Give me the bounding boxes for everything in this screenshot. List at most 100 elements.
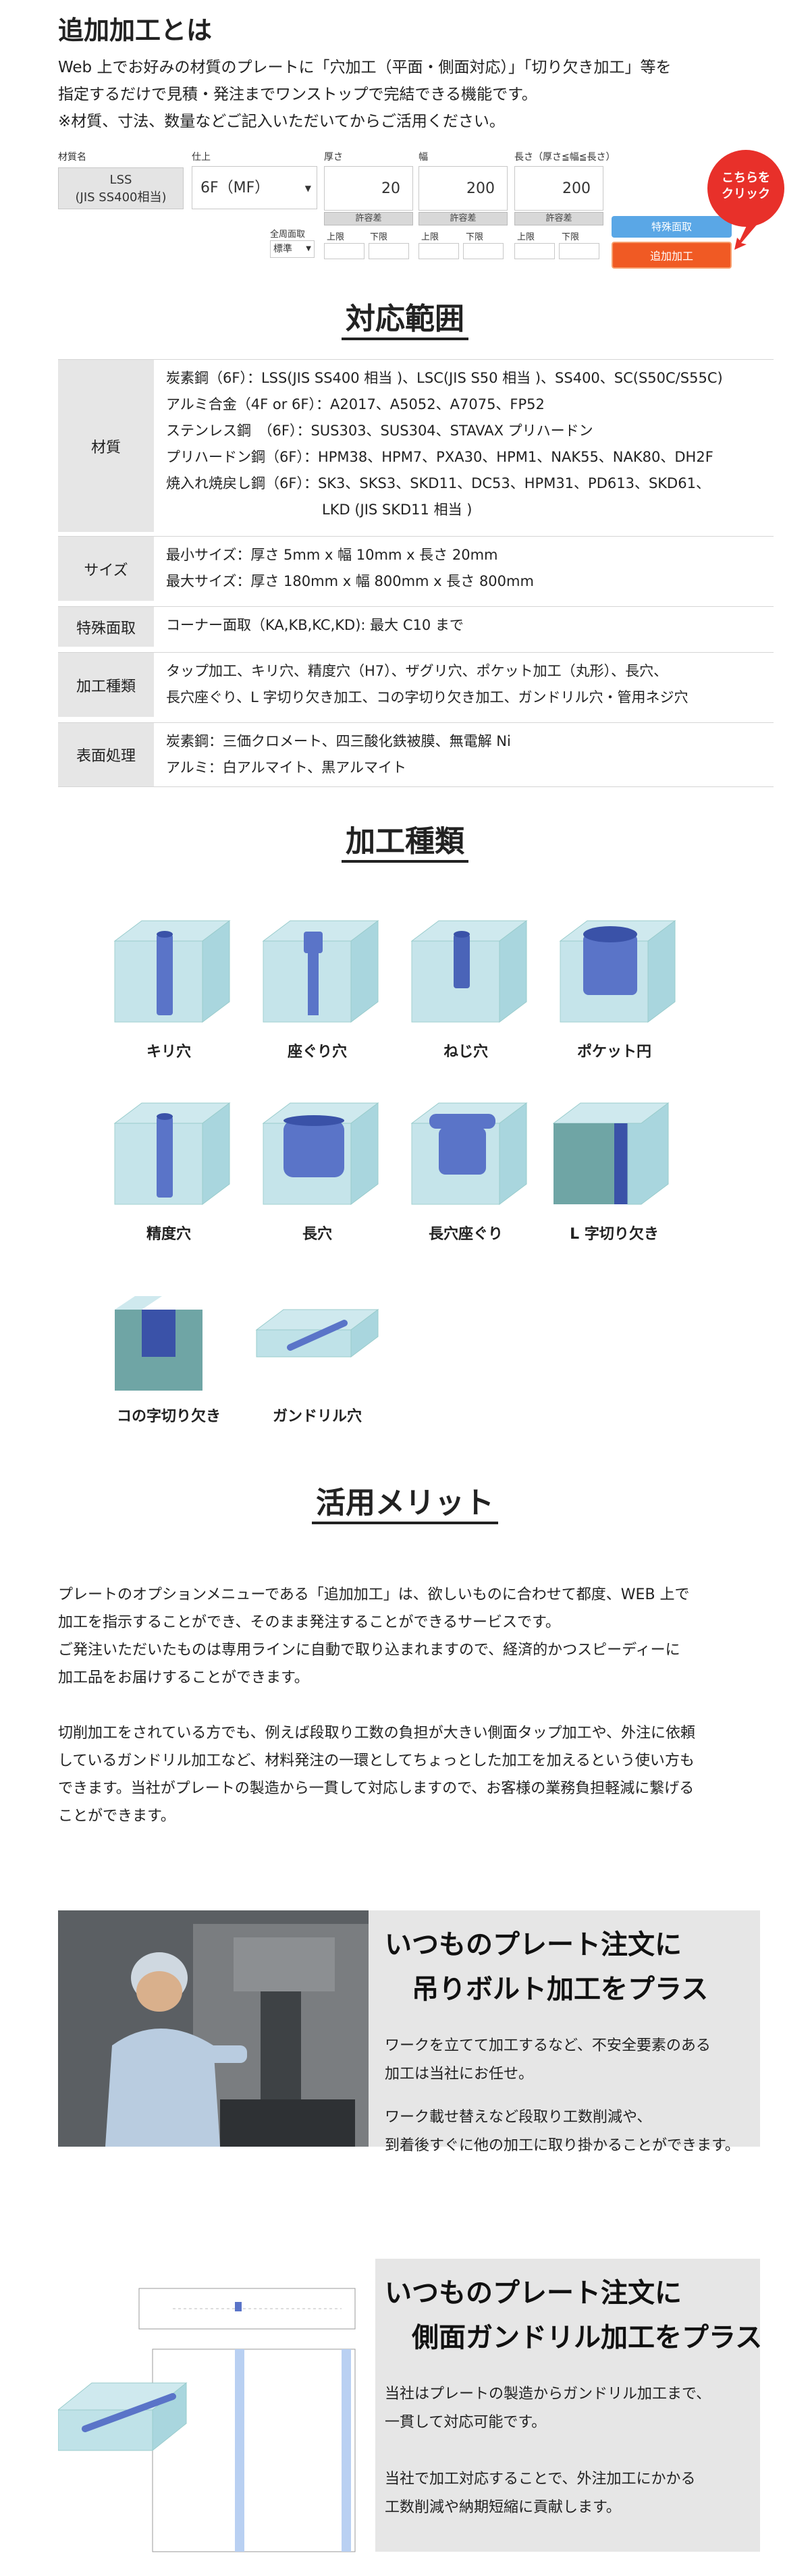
table-body: 最小サイズ：厚さ 5mm x 幅 10mm x 長さ 20mm 最大サイズ：厚さ… bbox=[166, 537, 774, 595]
u-notch-icon bbox=[115, 1296, 202, 1391]
table-body: コーナー面取（KA,KB,KC,KD): 最大 C10 まで bbox=[166, 607, 774, 639]
type-label: 精度穴 bbox=[146, 1226, 191, 1243]
intro-line: ※材質、寸法、数量などご記入いただいてからご活用ください。 bbox=[58, 113, 505, 130]
tolerance-label: 許容差 bbox=[514, 212, 603, 225]
table-row: サイズ 最小サイズ：厚さ 5mm x 幅 10mm x 長さ 20mm 最大サイ… bbox=[58, 536, 774, 601]
intro-text: Web 上でお好みの材質のプレートに「穴加工（平面・側面対応）」「切り欠き加工」… bbox=[58, 54, 774, 135]
chamfer-label: 全周面取 bbox=[270, 230, 306, 240]
types-heading: 加工種類 bbox=[0, 817, 810, 863]
material-label: 材質名 bbox=[58, 152, 86, 163]
feature-text: 当社はプレートの製造からガンドリル加工まで、 一貫して対応可能です。 当社で加工… bbox=[385, 2380, 711, 2522]
table-line: 最小サイズ：厚さ 5mm x 幅 10mm x 長さ 20mm bbox=[166, 547, 498, 563]
arrow-icon bbox=[734, 220, 757, 250]
length-upper-input[interactable] bbox=[514, 243, 555, 259]
table-head: サイズ bbox=[58, 537, 154, 601]
type-label: コの字切り欠き bbox=[116, 1408, 221, 1425]
chevron-down-icon: ▼ bbox=[306, 245, 311, 252]
table-line: 焼入れ焼戻し鋼（6F）：SK3、SKS3、SKD11、DC53、HPM31、PD… bbox=[166, 475, 710, 491]
feature-text-line: ワークを立てて加工するなど、不安全要素のある bbox=[385, 2037, 711, 2054]
chamfer-select[interactable]: 標準 ▼ bbox=[270, 240, 315, 258]
material-select[interactable]: LSS (JIS SS400相当) bbox=[58, 167, 184, 209]
table-line: 長穴座ぐり、L 字切り欠き加工、コの字切り欠き加工、ガンドリル穴・管用ネジ穴 bbox=[166, 689, 688, 705]
table-line: コーナー面取（KA,KB,KC,KD): 最大 C10 まで bbox=[166, 617, 464, 633]
lower-label: 下限 bbox=[562, 232, 580, 242]
table-line: プリハードン鋼（6F）：HPM38、HPM7、PXA30、HPM1、NAK55、… bbox=[166, 449, 713, 465]
feature-title: いつものプレート注文に 側面ガンドリル加工をプラス bbox=[385, 2271, 762, 2360]
feature-text-line: ワーク載せ替えなど段取り工数削減や、 bbox=[385, 2109, 652, 2126]
table-body: タップ加工、キリ穴、精度穴（H7）、ザグリ穴、ポケット加工（丸形）、長穴、 長穴… bbox=[166, 653, 774, 711]
l-notch-icon bbox=[552, 1102, 670, 1205]
pocket-circle-icon bbox=[560, 920, 676, 1023]
type-label: ガンドリル穴 bbox=[272, 1408, 362, 1425]
table-head: 表面処理 bbox=[58, 723, 154, 786]
spacer bbox=[58, 1692, 774, 1719]
intro-line: Web 上でお好みの材質のプレートに「穴加工（平面・側面対応）」「切り欠き加工」… bbox=[58, 59, 672, 76]
width-upper-input[interactable] bbox=[418, 243, 459, 259]
table-row: 表面処理 炭素鋼：三価クロメート、四三酸化鉄被膜、無電解 Ni アルミ：白アルマ… bbox=[58, 722, 774, 787]
lower-label: 下限 bbox=[370, 232, 388, 242]
feature-title: いつものプレート注文に 吊りボルト加工をプラス bbox=[385, 1923, 708, 2012]
feature-title-line: 側面ガンドリル加工をプラス bbox=[412, 2322, 763, 2353]
chevron-down-icon: ▼ bbox=[304, 184, 311, 193]
chamfer-value: 標準 bbox=[273, 244, 292, 254]
table-line: ステンレス鋼 （6F）：SUS303、SUS304、STAVAX プリハードン bbox=[166, 423, 593, 439]
length-label: 長さ（厚さ≦幅≦長さ） bbox=[514, 152, 616, 163]
width-label: 幅 bbox=[418, 152, 428, 163]
range-heading: 対応範囲 bbox=[0, 294, 810, 340]
material-value-jis: (JIS SS400相当) bbox=[75, 190, 167, 205]
type-label: 長穴 bbox=[302, 1226, 332, 1243]
page-title: 追加加工とは bbox=[58, 16, 213, 45]
gun-drill-drawing bbox=[58, 2288, 356, 2552]
special-chamfer-button[interactable]: 特殊面取 bbox=[612, 216, 732, 238]
feature-text-line: 加工は当社にお任せ。 bbox=[385, 2066, 534, 2083]
merit-line: 加工を指示することができ、そのまま発注することができるサービスです。 bbox=[58, 1614, 560, 1631]
length-input[interactable]: 200 bbox=[514, 166, 603, 211]
merit-text: プレートのオプションメニューである「追加加工」は、欲しいものに合わせて都度、WE… bbox=[58, 1581, 774, 1830]
spacer bbox=[385, 2437, 711, 2465]
merit-heading: 活用メリット bbox=[0, 1478, 810, 1524]
feature-block bbox=[375, 2259, 760, 2552]
additional-processing-button[interactable]: 追加加工 bbox=[612, 242, 732, 269]
precision-hole-icon bbox=[114, 1102, 230, 1205]
feature-title-line: いつものプレート注文に bbox=[385, 2278, 682, 2309]
merit-heading-text: 活用メリット bbox=[312, 1486, 498, 1524]
feature-text-line: 工数削減や納期短縮に貢献します。 bbox=[385, 2499, 621, 2516]
finish-select[interactable]: 6F（MF） ▼ bbox=[192, 166, 317, 209]
type-label: 座ぐり穴 bbox=[287, 1044, 347, 1061]
merit-line: できます。当社がプレートの製造から一貫して対応しますので、お客様の業務負担軽減に… bbox=[58, 1780, 695, 1797]
spacer bbox=[385, 2089, 740, 2103]
lower-label: 下限 bbox=[466, 232, 484, 242]
thickness-upper-input[interactable] bbox=[324, 243, 364, 259]
feature-text-line: 当社で加工対応することで、外注加工にかかる bbox=[385, 2471, 696, 2488]
width-input[interactable]: 200 bbox=[418, 166, 508, 211]
width-lower-input[interactable] bbox=[463, 243, 504, 259]
merit-line: 切削加工をされている方でも、例えば段取り工数の負担が大きい側面タップ加工や、外注… bbox=[58, 1725, 696, 1742]
tolerance-label: 許容差 bbox=[324, 212, 413, 225]
slot-hole-icon bbox=[263, 1102, 379, 1205]
finish-value: 6F（MF） bbox=[200, 180, 270, 196]
thickness-lower-input[interactable] bbox=[369, 243, 409, 259]
intro-line: 指定するだけで見積・発注までワンストップで完結できる機能です。 bbox=[58, 86, 537, 103]
type-label: ポケット円 bbox=[576, 1044, 651, 1061]
merit-line: 加工品をお届けすることができます。 bbox=[58, 1669, 309, 1686]
length-lower-input[interactable] bbox=[559, 243, 599, 259]
merit-line: プレートのオプションメニューである「追加加工」は、欲しいものに合わせて都度、WE… bbox=[58, 1586, 690, 1603]
feature-text-line: 到着後すぐに他の加工に取り掛かることができます。 bbox=[385, 2137, 740, 2154]
table-row: 加工種類 タップ加工、キリ穴、精度穴（H7）、ザグリ穴、ポケット加工（丸形）、長… bbox=[58, 652, 774, 717]
table-line: アルミ合金（4F or 6F）：A2017、A5052、A7075、FP52 bbox=[166, 396, 545, 412]
slot-counterbore-icon bbox=[411, 1102, 527, 1205]
merit-line: しているガンドリル加工など、材料発注の一環としてちょっとした加工を加えるという使… bbox=[58, 1752, 695, 1769]
table-body: 炭素鋼（6F）：LSS(JIS SS400 相当 )、LSC(JIS S50 相… bbox=[166, 360, 774, 523]
feature-text-line: 一貫して対応可能です。 bbox=[385, 2414, 547, 2431]
range-heading-text: 対応範囲 bbox=[342, 302, 468, 340]
feature-title-line: 吊りボルト加工をプラス bbox=[412, 1974, 709, 2005]
table-body: 炭素鋼：三価クロメート、四三酸化鉄被膜、無電解 Ni アルミ：白アルマイト、黒ア… bbox=[166, 723, 774, 781]
feature-text: ワークを立てて加工するなど、不安全要素のある 加工は当社にお任せ。 ワーク載せ替… bbox=[385, 2032, 740, 2160]
counterbore-icon bbox=[263, 920, 379, 1023]
feature-title-line: いつものプレート注文に bbox=[385, 1929, 682, 1960]
table-line: 最大サイズ：厚さ 180mm x 幅 800mm x 長さ 800mm bbox=[166, 573, 534, 589]
thickness-input[interactable]: 20 bbox=[324, 166, 413, 211]
table-row: 特殊面取 コーナー面取（KA,KB,KC,KD): 最大 C10 まで bbox=[58, 606, 774, 647]
upper-label: 上限 bbox=[327, 232, 345, 242]
